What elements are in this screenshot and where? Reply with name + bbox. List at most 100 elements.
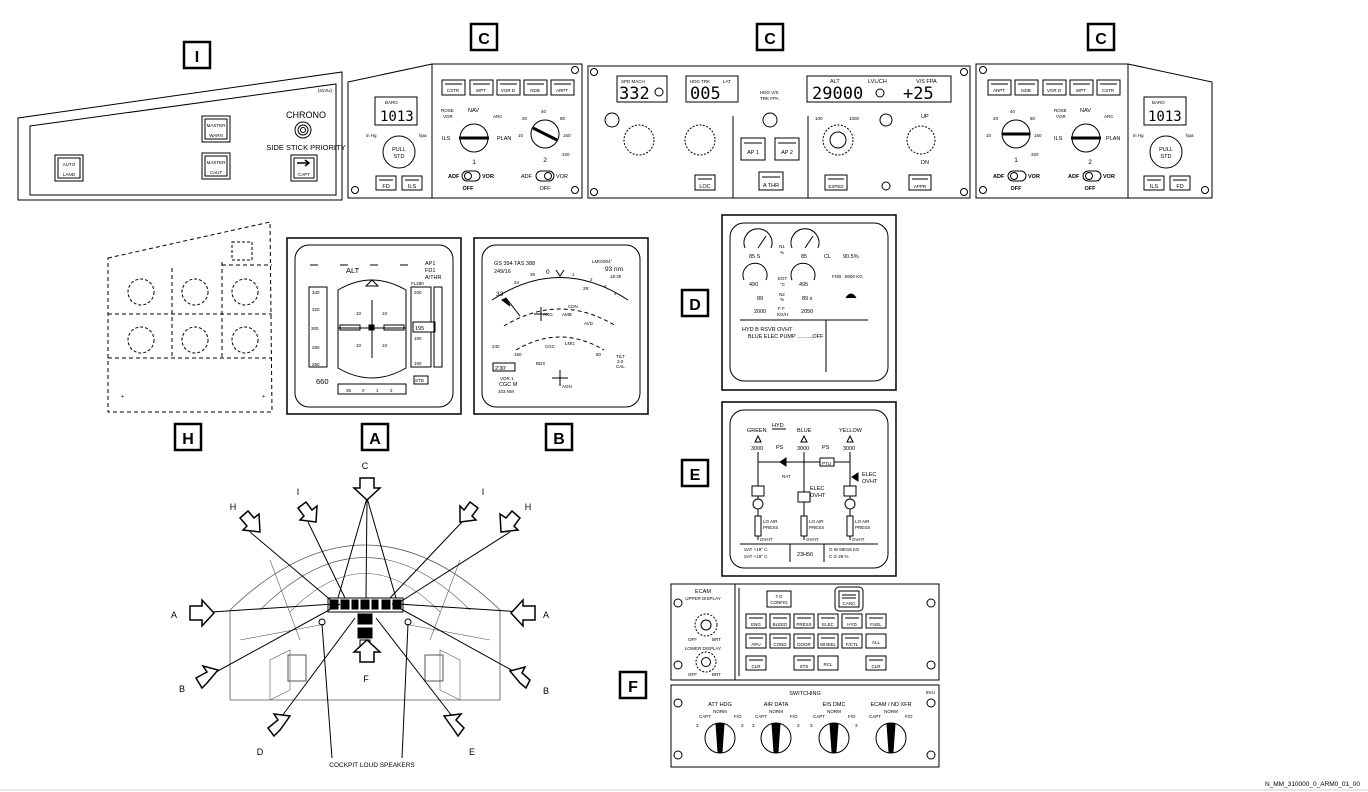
efis-capt-button-row: CSTR WPT VOR D NDB ARPT: [441, 79, 575, 96]
n1-unit: %: [780, 250, 784, 255]
athr-button[interactable]: [758, 171, 784, 191]
fo-vor-label: VOR: [1028, 174, 1040, 180]
ecam-nd-xfr-knob[interactable]: [875, 722, 907, 754]
baro-knob[interactable]: [382, 135, 416, 169]
callout-letter-d: D: [689, 297, 701, 314]
nd-vor1: VOR 1: [500, 376, 514, 381]
callout-letter-c-2: C: [764, 31, 776, 48]
wpt-button[interactable]: [469, 79, 494, 96]
adf-vor-switch-1[interactable]: [461, 170, 481, 182]
master-warn-button[interactable]: [201, 115, 231, 143]
fo-vord-button[interactable]: [1042, 79, 1067, 96]
appr-button[interactable]: [908, 174, 932, 191]
ap2-button[interactable]: [774, 137, 800, 161]
wpt-amb: AMB: [562, 312, 572, 317]
ap1-button[interactable]: [740, 137, 766, 161]
fo-adf-vor-switch-2[interactable]: [1082, 170, 1102, 182]
master-caut-label-2: CAUT: [210, 170, 223, 175]
elec-button[interactable]: [817, 613, 839, 629]
press-label: PRESS: [796, 622, 811, 627]
fo-arpt-button[interactable]: [987, 79, 1012, 96]
fo-baro-knob[interactable]: [1149, 135, 1183, 169]
lower-off: OFF: [688, 672, 697, 677]
eis-dmc-knob[interactable]: [818, 722, 850, 754]
clr-button-left[interactable]: [745, 655, 767, 671]
sts-button[interactable]: [793, 655, 815, 671]
att-hdg-knob[interactable]: [704, 722, 736, 754]
clr-button-right[interactable]: [865, 655, 887, 671]
all-label: ALL: [872, 640, 881, 645]
spd-mach-button[interactable]: [604, 112, 620, 128]
autoland-button[interactable]: [54, 154, 84, 182]
press-3: PRESS: [855, 525, 870, 530]
off-label: OFF: [463, 186, 475, 192]
emer-canc-button[interactable]: [834, 586, 864, 612]
chrono-label: CHRONO: [286, 110, 326, 120]
fo-cstr-button[interactable]: [1096, 79, 1121, 96]
spd-mach-window: [616, 75, 668, 103]
hdg-vs-trk-fpa-button[interactable]: [762, 112, 778, 128]
fo-fd-button[interactable]: [1169, 175, 1191, 191]
hyd-button[interactable]: [841, 613, 863, 629]
arrow-i-right-icon: [459, 500, 480, 523]
cond-button[interactable]: [769, 633, 791, 649]
side-stick-priority-button[interactable]: [290, 154, 318, 182]
fcu-indicator: [881, 181, 891, 191]
fo-range-40: 40: [1010, 109, 1016, 114]
fo-adf-vor-switch-1[interactable]: [1007, 170, 1027, 182]
screw-icon: [590, 68, 598, 76]
arpt-button[interactable]: [550, 79, 575, 96]
air-data-knob[interactable]: [760, 722, 792, 754]
eng-button[interactable]: [745, 613, 767, 629]
expedite-button[interactable]: [824, 174, 848, 191]
air-data-switch: AIR DATA NORM CAPT F/O 3 3: [752, 702, 800, 754]
to-config-button[interactable]: [766, 590, 792, 608]
lat-label: LAT: [723, 79, 731, 84]
fo-ndb-button[interactable]: [1014, 79, 1039, 96]
fo-wpt-button[interactable]: [1069, 79, 1094, 96]
loc-button[interactable]: [694, 174, 716, 191]
mode-plan: PLAN: [497, 136, 511, 142]
all-button[interactable]: [865, 633, 887, 649]
adf-vor-switch-2[interactable]: [535, 170, 555, 182]
bleed-button[interactable]: [769, 613, 791, 629]
press-button[interactable]: [793, 613, 815, 629]
vs-knob[interactable]: [906, 125, 936, 155]
lower-display-knob[interactable]: [695, 651, 717, 673]
capt-label: CAPT: [298, 172, 310, 177]
fo-ils-button[interactable]: [1143, 175, 1165, 191]
vord-button[interactable]: [496, 79, 521, 96]
lower-display-label: LOWER DISPLAY: [685, 646, 721, 651]
alt-100-label: 100: [815, 116, 823, 121]
cstr-button[interactable]: [441, 79, 466, 96]
appr-label: APPR: [914, 184, 927, 189]
rcl-button[interactable]: [817, 655, 839, 671]
fuel-button[interactable]: [865, 613, 887, 629]
altitude-knob[interactable]: [822, 124, 854, 156]
range-40: 40: [541, 109, 547, 114]
fo-hpa-label: hpa: [1186, 133, 1194, 138]
master-caut-button[interactable]: [201, 152, 231, 180]
apu-button[interactable]: [745, 633, 767, 649]
att-hdg-3a: 3: [696, 723, 699, 728]
nd-range-selector[interactable]: [530, 119, 560, 149]
egt-gauge-1: [742, 262, 768, 281]
door-button[interactable]: [793, 633, 815, 649]
fctl-button[interactable]: [841, 633, 863, 649]
callout-letter-f: F: [628, 679, 638, 696]
cockpit-label-a-left: A: [171, 610, 177, 620]
metric-alt-button[interactable]: [879, 113, 893, 127]
spd-value: 332: [619, 84, 650, 104]
callout-letter-b: B: [553, 431, 565, 448]
heading-knob[interactable]: [684, 124, 716, 156]
wheel-button[interactable]: [817, 633, 839, 649]
speed-knob[interactable]: [623, 124, 655, 156]
panel-h-dashed: + + H: [107, 221, 273, 452]
ovht-a: OVHT: [760, 537, 773, 542]
chrono-button[interactable]: [294, 121, 312, 139]
upper-display-knob[interactable]: [694, 613, 718, 637]
egt-label: EGT: [778, 276, 788, 281]
ndb-button[interactable]: [523, 79, 548, 96]
ils-button[interactable]: [401, 175, 423, 191]
fd-button[interactable]: [375, 175, 397, 191]
